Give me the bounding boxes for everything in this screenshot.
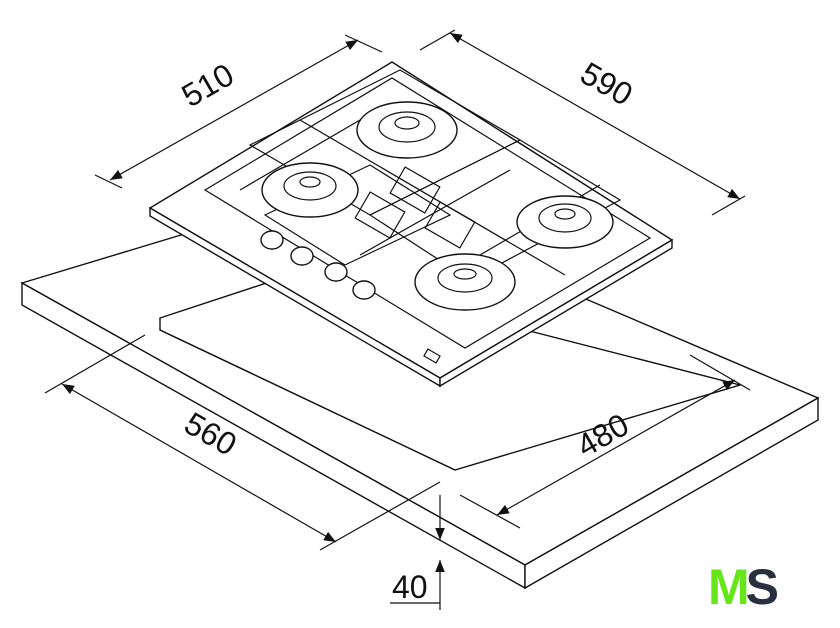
brand-badge	[423, 348, 441, 364]
burner-left	[261, 162, 359, 218]
burner-front	[414, 253, 516, 311]
burner-back	[356, 101, 458, 159]
control-knobs	[260, 230, 376, 300]
dim-label-40: 40	[392, 569, 428, 605]
dimension-40: 40	[390, 495, 445, 610]
ms-logo: MS	[708, 559, 779, 615]
dim-label-590: 590	[575, 55, 639, 113]
dim-label-510: 510	[176, 56, 240, 114]
burner-right	[516, 195, 614, 249]
logo-s: S	[745, 559, 779, 615]
logo-m: M	[708, 559, 750, 615]
